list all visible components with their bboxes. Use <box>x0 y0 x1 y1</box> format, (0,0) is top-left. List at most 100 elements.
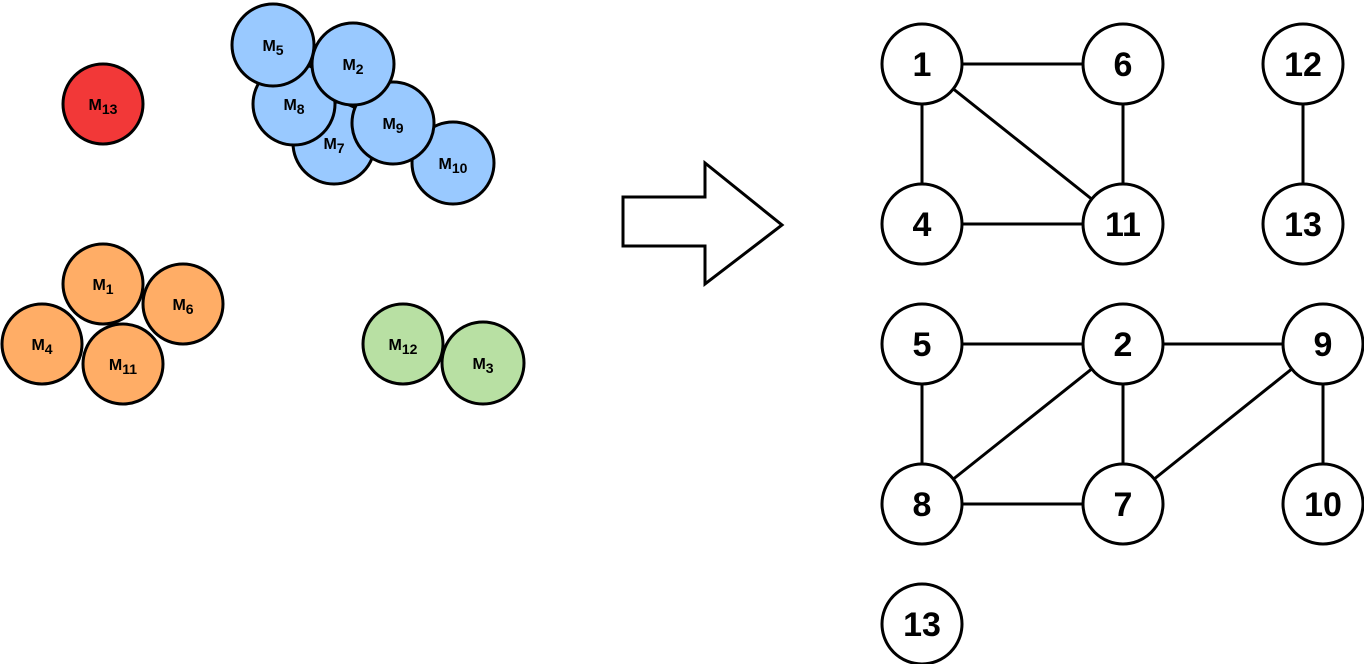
graph-node-label: 13 <box>1284 206 1322 244</box>
graph-node-label: 9 <box>1314 326 1333 364</box>
graph-edge-g9-g7 <box>1122 342 1324 506</box>
graph-node-label: 12 <box>1284 46 1322 84</box>
graph-node-label: 11 <box>1105 206 1141 244</box>
graph-node-g5: 5 <box>880 302 964 386</box>
molecule-label: M4 <box>31 337 52 357</box>
graph-node-circle <box>880 462 964 546</box>
graph-node-label: 6 <box>1114 46 1133 84</box>
graph-node-circle <box>1261 22 1345 106</box>
graph-node-label: 1 <box>913 46 932 84</box>
graph-node-g4: 4 <box>880 182 964 266</box>
molecule-circle <box>410 120 496 206</box>
molecule-circle <box>440 320 526 406</box>
graph-node-label: 4 <box>913 206 932 244</box>
molecule-label-base: M <box>89 97 102 114</box>
molecule-m13: M13 <box>61 62 145 146</box>
molecule-label-subscript: 11 <box>122 361 137 377</box>
molecule-circle <box>141 262 225 346</box>
molecule-label-subscript: 4 <box>45 341 53 357</box>
molecule-circle <box>81 322 165 406</box>
molecule-label-base: M <box>172 297 185 314</box>
graph-node-label: 7 <box>1114 486 1133 524</box>
graph-node-g12: 12 <box>1261 22 1345 106</box>
molecule-label-base: M <box>92 277 105 294</box>
molecule-label-subscript: 9 <box>396 120 404 136</box>
molecule-label-subscript: 3 <box>486 360 494 376</box>
molecule-circle <box>361 302 445 386</box>
molecule-label-subscript: 6 <box>186 301 194 317</box>
molecule-m1: M1 <box>61 242 145 326</box>
molecule-m11: M11 <box>81 322 165 406</box>
graph-node-circle <box>1081 302 1165 386</box>
graph-node-label: 2 <box>1114 326 1133 364</box>
graph-node-g8: 8 <box>880 462 964 546</box>
graph-edges <box>920 62 1325 506</box>
graph-node-g13a: 13 <box>1261 182 1345 266</box>
molecule-label-base: M <box>109 357 122 374</box>
molecule-label: M8 <box>283 97 304 117</box>
molecule-label-subscript: 7 <box>337 140 345 156</box>
graph-node-circle <box>880 22 964 106</box>
molecule-label: M5 <box>262 38 283 58</box>
graph-node-label: 10 <box>1304 486 1342 524</box>
molecule-label: M3 <box>472 356 493 376</box>
graph-node-circle <box>880 302 964 386</box>
molecule-label-base: M <box>472 356 485 373</box>
molecule-label: M13 <box>89 97 118 117</box>
graph-node-g10: 10 <box>1281 462 1364 546</box>
graph-node-circle <box>1281 302 1364 386</box>
molecule-circle <box>61 62 145 146</box>
graph-edge-g1-g11 <box>921 62 1124 226</box>
molecule-label-subscript: 5 <box>276 42 284 58</box>
graph-node-g9: 9 <box>1281 302 1364 386</box>
graph-node-circle <box>1261 182 1345 266</box>
molecule-label-subscript: 10 <box>452 160 468 176</box>
molecule-label: M9 <box>382 116 403 136</box>
molecule-m5: M5 <box>230 2 316 88</box>
right-arrow-icon <box>621 159 785 288</box>
graph-node-label: 13 <box>903 606 941 644</box>
graph-node-label: 8 <box>913 486 932 524</box>
molecule-circle <box>350 80 436 166</box>
molecule-m10: M10 <box>410 120 496 206</box>
graph-node-circle <box>1081 462 1165 546</box>
graph-node-label: 5 <box>913 326 932 364</box>
molecule-m3: M3 <box>440 320 526 406</box>
molecule-label: M10 <box>439 156 468 176</box>
molecule-m2: M2 <box>310 21 396 107</box>
molecule-label: M7 <box>323 136 344 156</box>
molecule-m9: M9 <box>350 80 436 166</box>
graph-node-circle <box>1281 462 1364 546</box>
molecule-circle <box>310 21 396 107</box>
molecule-m12: M12 <box>361 302 445 386</box>
molecule-label: M11 <box>109 357 137 377</box>
molecule-label-base: M <box>31 337 44 354</box>
molecule-label: M12 <box>389 337 418 357</box>
molecule-label: M2 <box>342 57 363 77</box>
graph-node-g13b: 13 <box>880 582 964 666</box>
molecule-label: M1 <box>92 277 113 297</box>
graph-node-circle <box>1081 182 1165 266</box>
molecule-label-subscript: 1 <box>106 281 114 297</box>
molecule-label-base: M <box>342 57 355 74</box>
graph-node-g2: 2 <box>1081 302 1165 386</box>
graph-node-g7: 7 <box>1081 462 1165 546</box>
molecule-circle <box>61 242 145 326</box>
molecule-label-subscript: 13 <box>102 101 118 117</box>
molecule-circle <box>0 302 84 386</box>
molecule-label-base: M <box>323 136 336 153</box>
molecule-label-subscript: 8 <box>297 101 305 117</box>
molecule-label-base: M <box>439 156 452 173</box>
graph-node-circle <box>880 182 964 266</box>
molecule-label-base: M <box>389 337 402 354</box>
molecule-circle <box>230 2 316 88</box>
molecule-label-subscript: 2 <box>356 61 364 77</box>
graph-node-g11: 11 <box>1081 182 1165 266</box>
graph-edge-g2-g8 <box>921 342 1124 506</box>
graph-node-g1: 1 <box>880 22 964 106</box>
molecule-label-subscript: 12 <box>402 341 418 357</box>
molecule-label-base: M <box>283 97 296 114</box>
